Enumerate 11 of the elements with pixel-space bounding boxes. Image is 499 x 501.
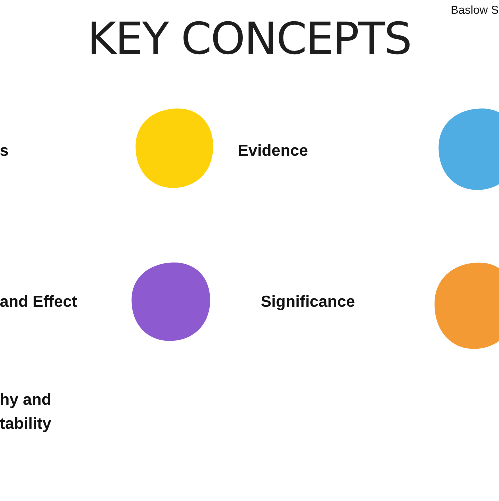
concept-label: s [0,142,9,162]
concept-label: Significance [261,293,356,313]
paint-blob [438,108,499,191]
concept-label: and Effect [0,293,78,313]
concept-label: hy and tability [0,391,53,435]
concept-label: Evidence [238,142,308,162]
paint-blob [434,262,499,350]
slide-title: KEY CONCEPTS [88,14,412,65]
paint-blob [135,108,215,189]
paint-blob [131,262,212,342]
header-text: Baslow S [451,4,499,18]
